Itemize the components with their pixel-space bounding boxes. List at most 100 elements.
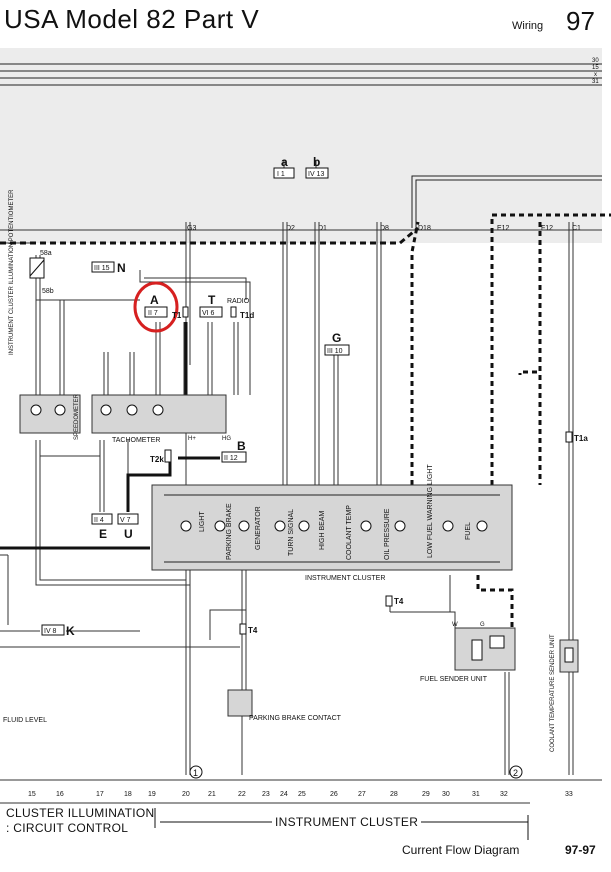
gauge-icon [476,520,488,532]
column-number: 20 [182,791,190,798]
instrument-cluster-label: INSTRUMENT CLUSTER [305,575,385,582]
tachometer-label: TACHOMETER [112,437,160,444]
terminal-code: HG [222,436,231,442]
connector-t [199,306,223,318]
fuse-panel-area [0,48,602,243]
connector-e [91,513,113,525]
connector-code-b: IV 13 [308,171,324,178]
column-numbers: 15 16 17 18 19 20 21 22 23 24 25 26 27 2… [28,791,573,798]
column-number: 22 [238,791,246,798]
page-number: 97 [566,6,595,36]
connector-code-t: VI 6 [202,310,215,317]
fluid-level-label: FLUID LEVEL [3,717,47,724]
column-number: 17 [96,791,104,798]
connector-letter-g: G [332,331,341,345]
column-number: 27 [358,791,366,798]
connector-code-a-upper: II 7 [148,310,158,317]
ground-point-icon [189,765,203,779]
terminal-code: T4 [248,626,258,635]
diagram-caption: Current Flow Diagram [402,843,520,857]
section-label: Wiring [512,20,544,32]
power-bus-lines [0,63,602,86]
terminal-code: T1d [240,311,254,320]
lamp-icon [30,404,42,416]
ground-point-label: 2 [513,768,518,778]
connector-letter-n: N [117,261,126,275]
connector-code-a: I 1 [277,171,285,178]
ground-point-icon [509,765,523,779]
connector-code-n: III 15 [94,265,110,272]
connector-b-upper [221,451,247,463]
terminal-label: F12 [541,225,553,232]
t4-plug [385,595,393,607]
column-number: 32 [500,791,508,798]
wires [0,160,602,781]
column-number: 29 [422,791,430,798]
column-number: 24 [280,791,288,798]
connector-u [117,513,139,525]
connector-code-u: V 7 [120,517,131,524]
gauge-icon [360,520,372,532]
cluster-function-label: PARKING BRAKE [226,503,233,560]
cluster-function-label: OIL PRESSURE [384,508,391,560]
cluster-function-label: GENERATOR [255,506,262,550]
column-number: 25 [298,791,306,798]
coolant-sender-resistor [564,647,574,663]
cluster-function-label: LIGHT [199,511,206,532]
terminal-label: D18 [418,225,431,232]
terminal-code: T4 [394,597,404,606]
bus-label: 15 [592,65,599,71]
footer-section-label: INSTRUMENT CLUSTER [272,815,422,829]
column-number: 21 [208,791,216,798]
lamp-icon [126,404,138,416]
cluster-internal-bus [164,494,500,563]
connector-b [305,167,329,179]
radio-plug [230,306,237,318]
terminal-label: D8 [380,225,389,232]
connector-g [324,344,350,356]
instrument-cluster-block [151,484,513,571]
t1a-plug [565,431,573,443]
connector-letter-u: U [124,527,133,541]
terminal-code: W [452,622,458,628]
cluster-function-label: HIGH BEAM [319,511,326,550]
lamp-icon [442,520,454,532]
column-number: 26 [330,791,338,798]
fuel-sender-block [454,627,516,671]
coolant-sender-label: COOLANT TEMPERATURE SENDER UNIT [550,634,556,752]
fuel-sender-switch [489,635,505,649]
connector-code-e: II 4 [94,517,104,524]
footer-section-label: : CIRCUIT CONTROL [6,821,129,835]
bus-label: 30 [592,58,599,64]
lamp-icon [54,404,66,416]
connector-a [273,167,295,179]
page-reference: 97-97 [565,843,596,857]
connector-letter-t: T [208,293,216,307]
column-number: 30 [442,791,450,798]
t4-plug [239,623,247,635]
t1-plug [182,306,189,318]
lamp-icon [214,520,226,532]
thick-wires [0,175,611,628]
connector-code-k: IV 8 [44,628,57,635]
lamp-icon [238,520,250,532]
terminal-code: T1a [574,434,588,443]
highlight-circle [133,281,179,333]
radio-label: RADIO [227,298,250,305]
column-number: 19 [148,791,156,798]
terminal-code: G [480,622,485,628]
terminal-label: E12 [497,225,510,232]
bus-label: 31 [592,79,599,85]
terminal-code: 58b [42,288,54,295]
potentiometer-wiper [29,259,45,277]
column-number: 16 [56,791,64,798]
parking-brake-label: PARKING BRAKE CONTACT [249,715,342,722]
cluster-function-label: LOW FUEL WARNING LIGHT [427,464,434,558]
column-number: 31 [472,791,480,798]
page-title: USA Model 82 Part V [4,4,260,34]
gauge-icon [152,404,164,416]
lamp-icon [394,520,406,532]
terminal-label: D2 [286,225,295,232]
parking-brake-contact-block [227,689,253,717]
